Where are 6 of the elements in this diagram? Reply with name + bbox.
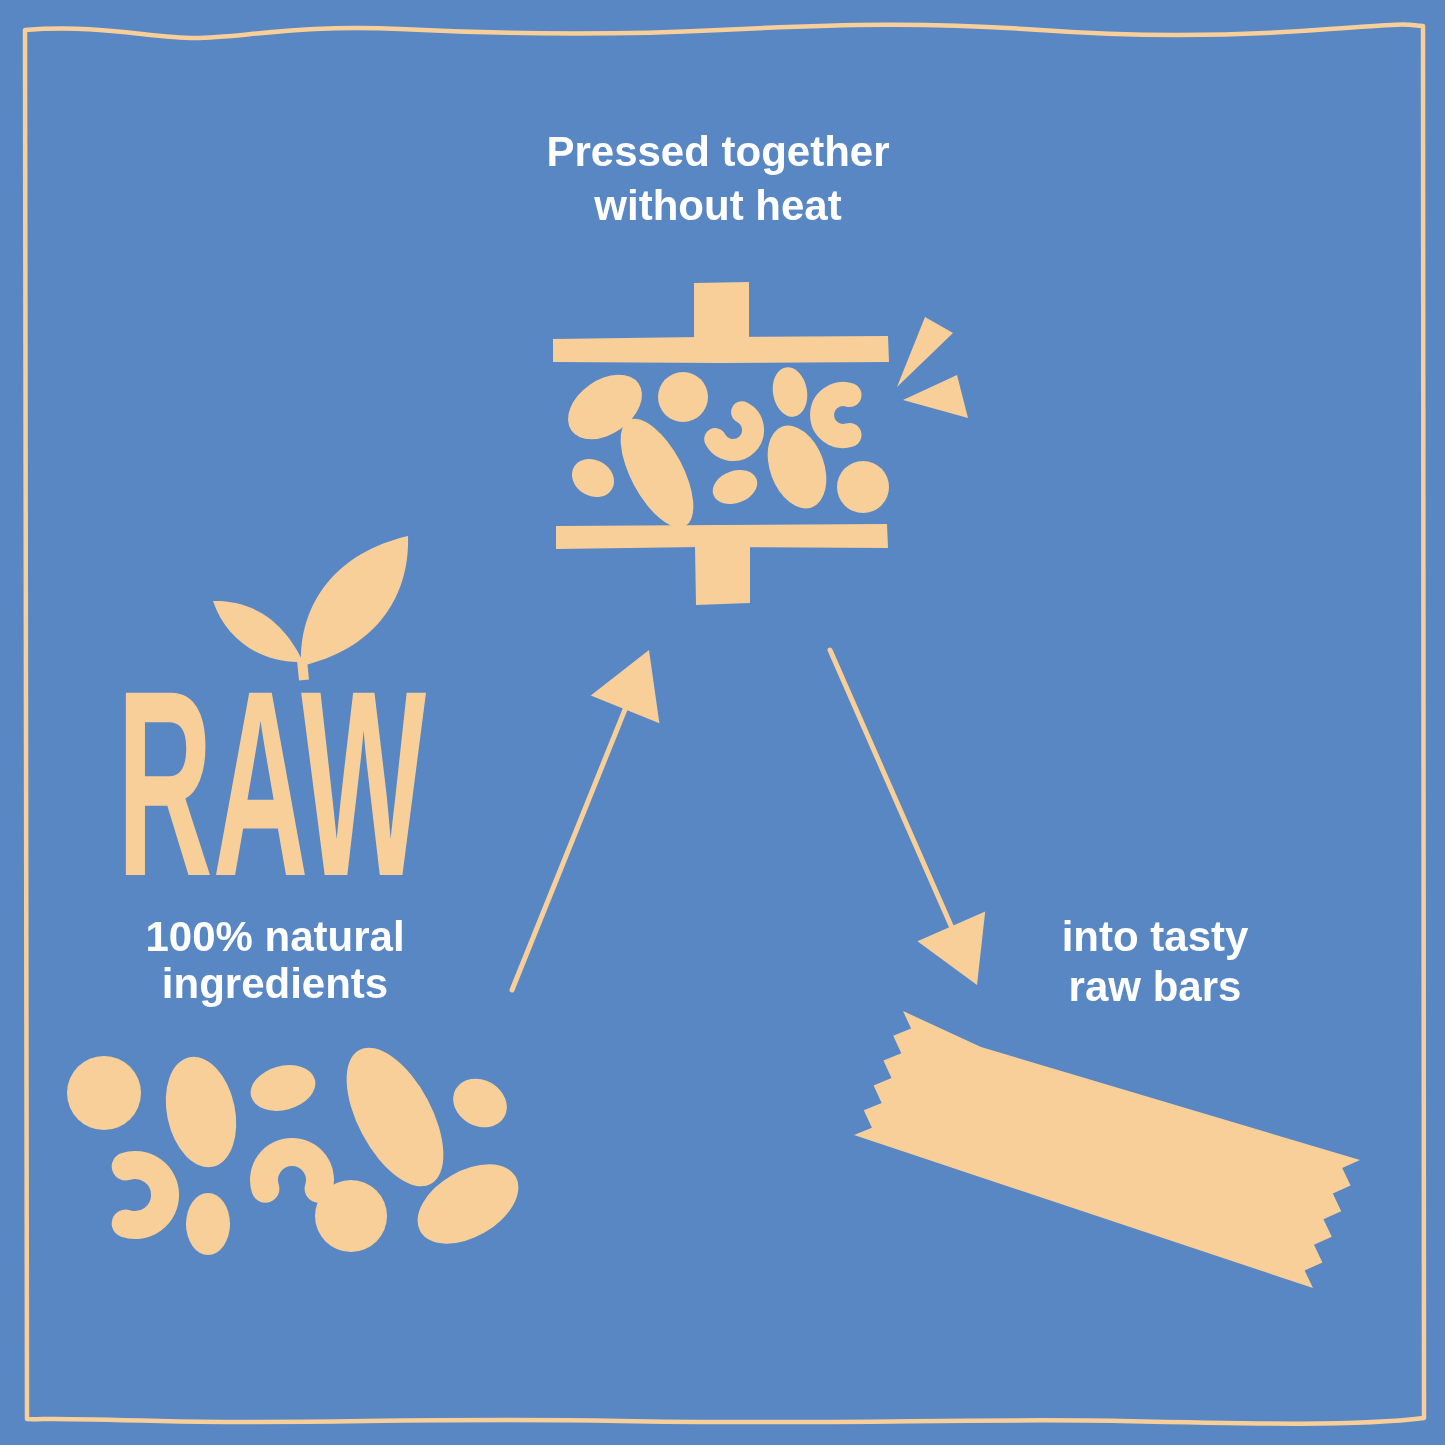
step-label: Pressed together without heat bbox=[545, 127, 891, 231]
arrow bbox=[509, 649, 660, 993]
step-label: into tasty raw bars bbox=[1060, 912, 1250, 1012]
headline: RAW bbox=[117, 682, 427, 885]
arrow bbox=[827, 647, 986, 985]
step-label: 100% natural ingredients bbox=[144, 913, 406, 1007]
